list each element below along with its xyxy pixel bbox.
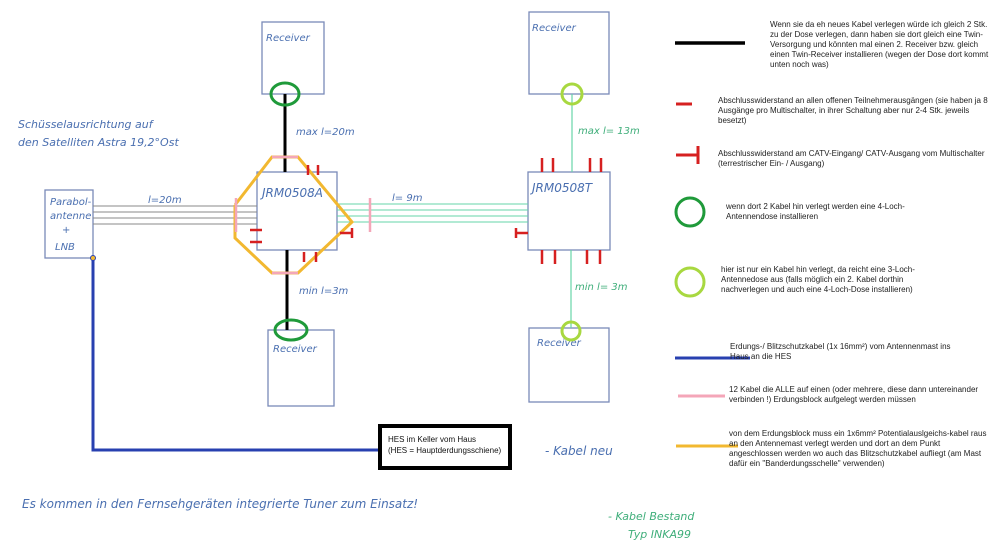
hes-box: HES im Keller vom Haus (HES = Hauptderdu… [378, 424, 512, 470]
receiver-label-bottom-right: Receiver [537, 338, 582, 349]
receiver-label-bottom-left: Receiver [273, 344, 318, 355]
lnb-label-line3: + [62, 225, 70, 236]
receiver-label-top-left: Receiver [266, 33, 311, 44]
dish-alignment-note-line2: den Satelliten Astra 19,2°Ost [18, 136, 179, 149]
legend-text-blue-line: Erdungs-/ Blitzschutzkabel (1x 16mm²) vo… [730, 342, 951, 361]
legend-symbol-light-green-circle [674, 266, 706, 298]
multiswitch-right-box [527, 171, 611, 251]
receiver-box-top-left [261, 21, 325, 95]
tuner-note: Es kommen in den Fernsehgeräten integrie… [22, 497, 418, 511]
legend-text-red-tee: Abschlusswiderstand am CATV-Eingang/ CAT… [718, 149, 985, 168]
lnb-cable-bundle [93, 205, 257, 225]
ground-connection-point [90, 255, 96, 261]
hes-label-line1: HES im Keller vom Haus [388, 435, 477, 444]
legend-symbol-dark-green-circle [674, 196, 706, 228]
trunk-cable-label: l= 9m [392, 193, 423, 204]
cable-label-bottom-left: min l=3m [299, 286, 349, 297]
multiswitch-left-box [256, 171, 338, 251]
cable-label-bottom-right: min l= 3m [575, 282, 628, 293]
lnb-label-line4: LNB [55, 242, 75, 253]
cable-label-top-left: max l=20m [296, 127, 355, 138]
legend-text-black-line: Wenn sie da eh neues Kabel verlegen würd… [770, 20, 989, 69]
legend-text-yellow-line: von dem Erdungsblock muss ein 1x6mm² Pot… [729, 429, 987, 468]
legend-text-red-dash: Abschlusswiderstand an allen offenen Tei… [718, 96, 988, 125]
receiver-box-top-right [528, 11, 610, 95]
receiver-label-top-right: Receiver [532, 23, 577, 34]
kabel-bestand-note-line1: - Kabel Bestand [608, 510, 695, 523]
multiswitch-right-label: JRM0508T [530, 181, 594, 195]
receiver-box-bottom-left [267, 329, 335, 407]
kabel-neu-note: - Kabel neu [545, 444, 613, 458]
kabel-bestand-note-line2: Typ INKA99 [628, 528, 691, 541]
cable-label-top-right: max l= 13m [578, 126, 640, 137]
legend-text-pink-line: 12 Kabel die ALLE auf einen (oder mehrer… [729, 385, 979, 404]
legend-symbol-red-tee [676, 146, 700, 164]
terminators-left [250, 165, 354, 262]
socket-light-green-bottom [560, 320, 582, 342]
multiswitch-left-label: JRM0508A [260, 186, 323, 200]
lnb-label-line2: antenne [50, 211, 91, 222]
hes-label-line2: (HES = Hauptderdungsschiene) [388, 446, 502, 455]
lnb-cable-label: l=20m [148, 195, 182, 206]
dish-alignment-note-line1: Schüsselausrichtung auf [18, 118, 155, 131]
socket-dark-green-bottom [273, 318, 309, 342]
pink-grounding-marks [234, 155, 372, 275]
terminators-right [514, 158, 603, 264]
blue-ground-cable [91, 258, 378, 452]
legend-text-dark-green-circle: wenn dort 2 Kabel hin verlegt werden ein… [726, 202, 905, 221]
socket-dark-green-top [269, 81, 301, 107]
legend-text-light-green-circle: hier ist nur ein Kabel hin verlegt, da r… [721, 265, 915, 294]
socket-light-green-top [560, 82, 584, 106]
lnb-box [44, 189, 94, 259]
lnb-label-line1: Parabol- [50, 197, 92, 208]
trunk-cable-bundle [337, 203, 528, 223]
